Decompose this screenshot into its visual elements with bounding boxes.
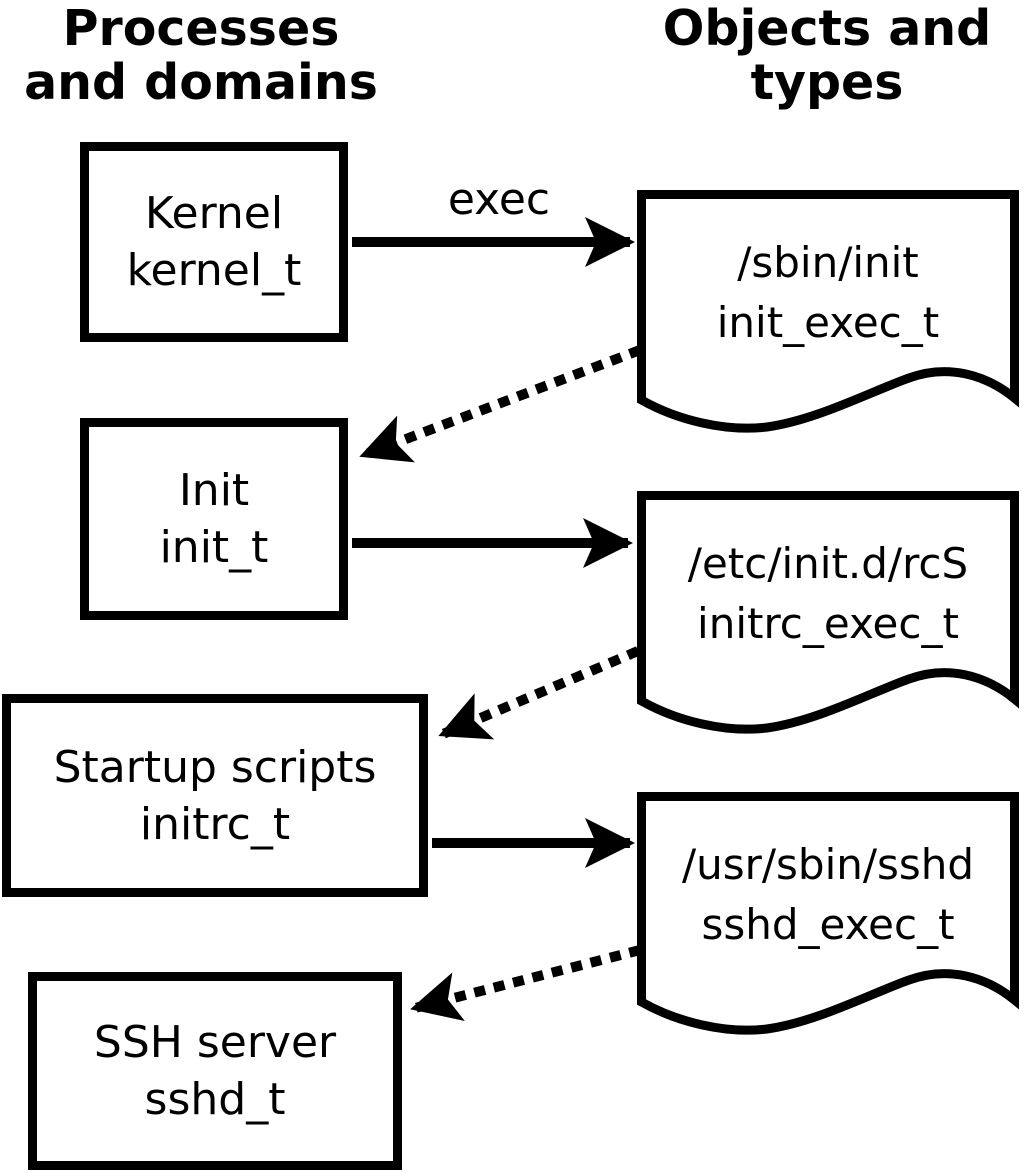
transition-arrow-to-init-t xyxy=(359,345,642,463)
document-shape-icon xyxy=(637,190,1019,433)
process-domain-type: initrc_t xyxy=(139,798,291,850)
process-box-ssh-server: SSH server sshd_t xyxy=(28,972,402,1170)
process-domain-type: kernel_t xyxy=(126,245,302,296)
column-header-objects: Objects and types xyxy=(662,0,992,111)
object-path: /etc/init.d/rcS xyxy=(687,538,969,588)
object-file-type: sshd_exec_t xyxy=(701,899,955,949)
object-document-sbin-init: /sbin/init init_exec_t xyxy=(637,190,1019,440)
transition-arrow-to-initrc-t xyxy=(438,646,640,740)
process-name: Init xyxy=(178,465,250,516)
process-box-startup-scripts: Startup scripts initrc_t xyxy=(2,694,428,897)
process-name: SSH server xyxy=(93,1017,337,1068)
process-box-kernel: Kernel kernel_t xyxy=(80,142,348,342)
process-box-init: Init init_t xyxy=(80,418,348,620)
object-file-type: init_exec_t xyxy=(716,297,940,347)
document-shape-icon xyxy=(637,792,1019,1035)
exec-arrow-label: exec xyxy=(447,174,551,225)
object-path: /usr/sbin/sshd xyxy=(681,839,975,889)
column-header-processes: Processes and domains xyxy=(24,0,378,111)
object-document-usr-sbin-sshd: /usr/sbin/sshd sshd_exec_t xyxy=(637,792,1019,1042)
object-path: /sbin/init xyxy=(737,237,919,287)
process-domain-type: init_t xyxy=(159,522,269,573)
document-shape-icon xyxy=(637,491,1019,734)
transition-arrow-to-sshd-t xyxy=(410,945,642,1021)
process-domain-type: sshd_t xyxy=(144,1074,286,1125)
process-name: Startup scripts xyxy=(53,741,377,793)
process-name: Kernel xyxy=(144,188,284,239)
object-file-type: initrc_exec_t xyxy=(697,598,959,648)
object-document-etc-initd-rcs: /etc/init.d/rcS initrc_exec_t xyxy=(637,491,1019,741)
